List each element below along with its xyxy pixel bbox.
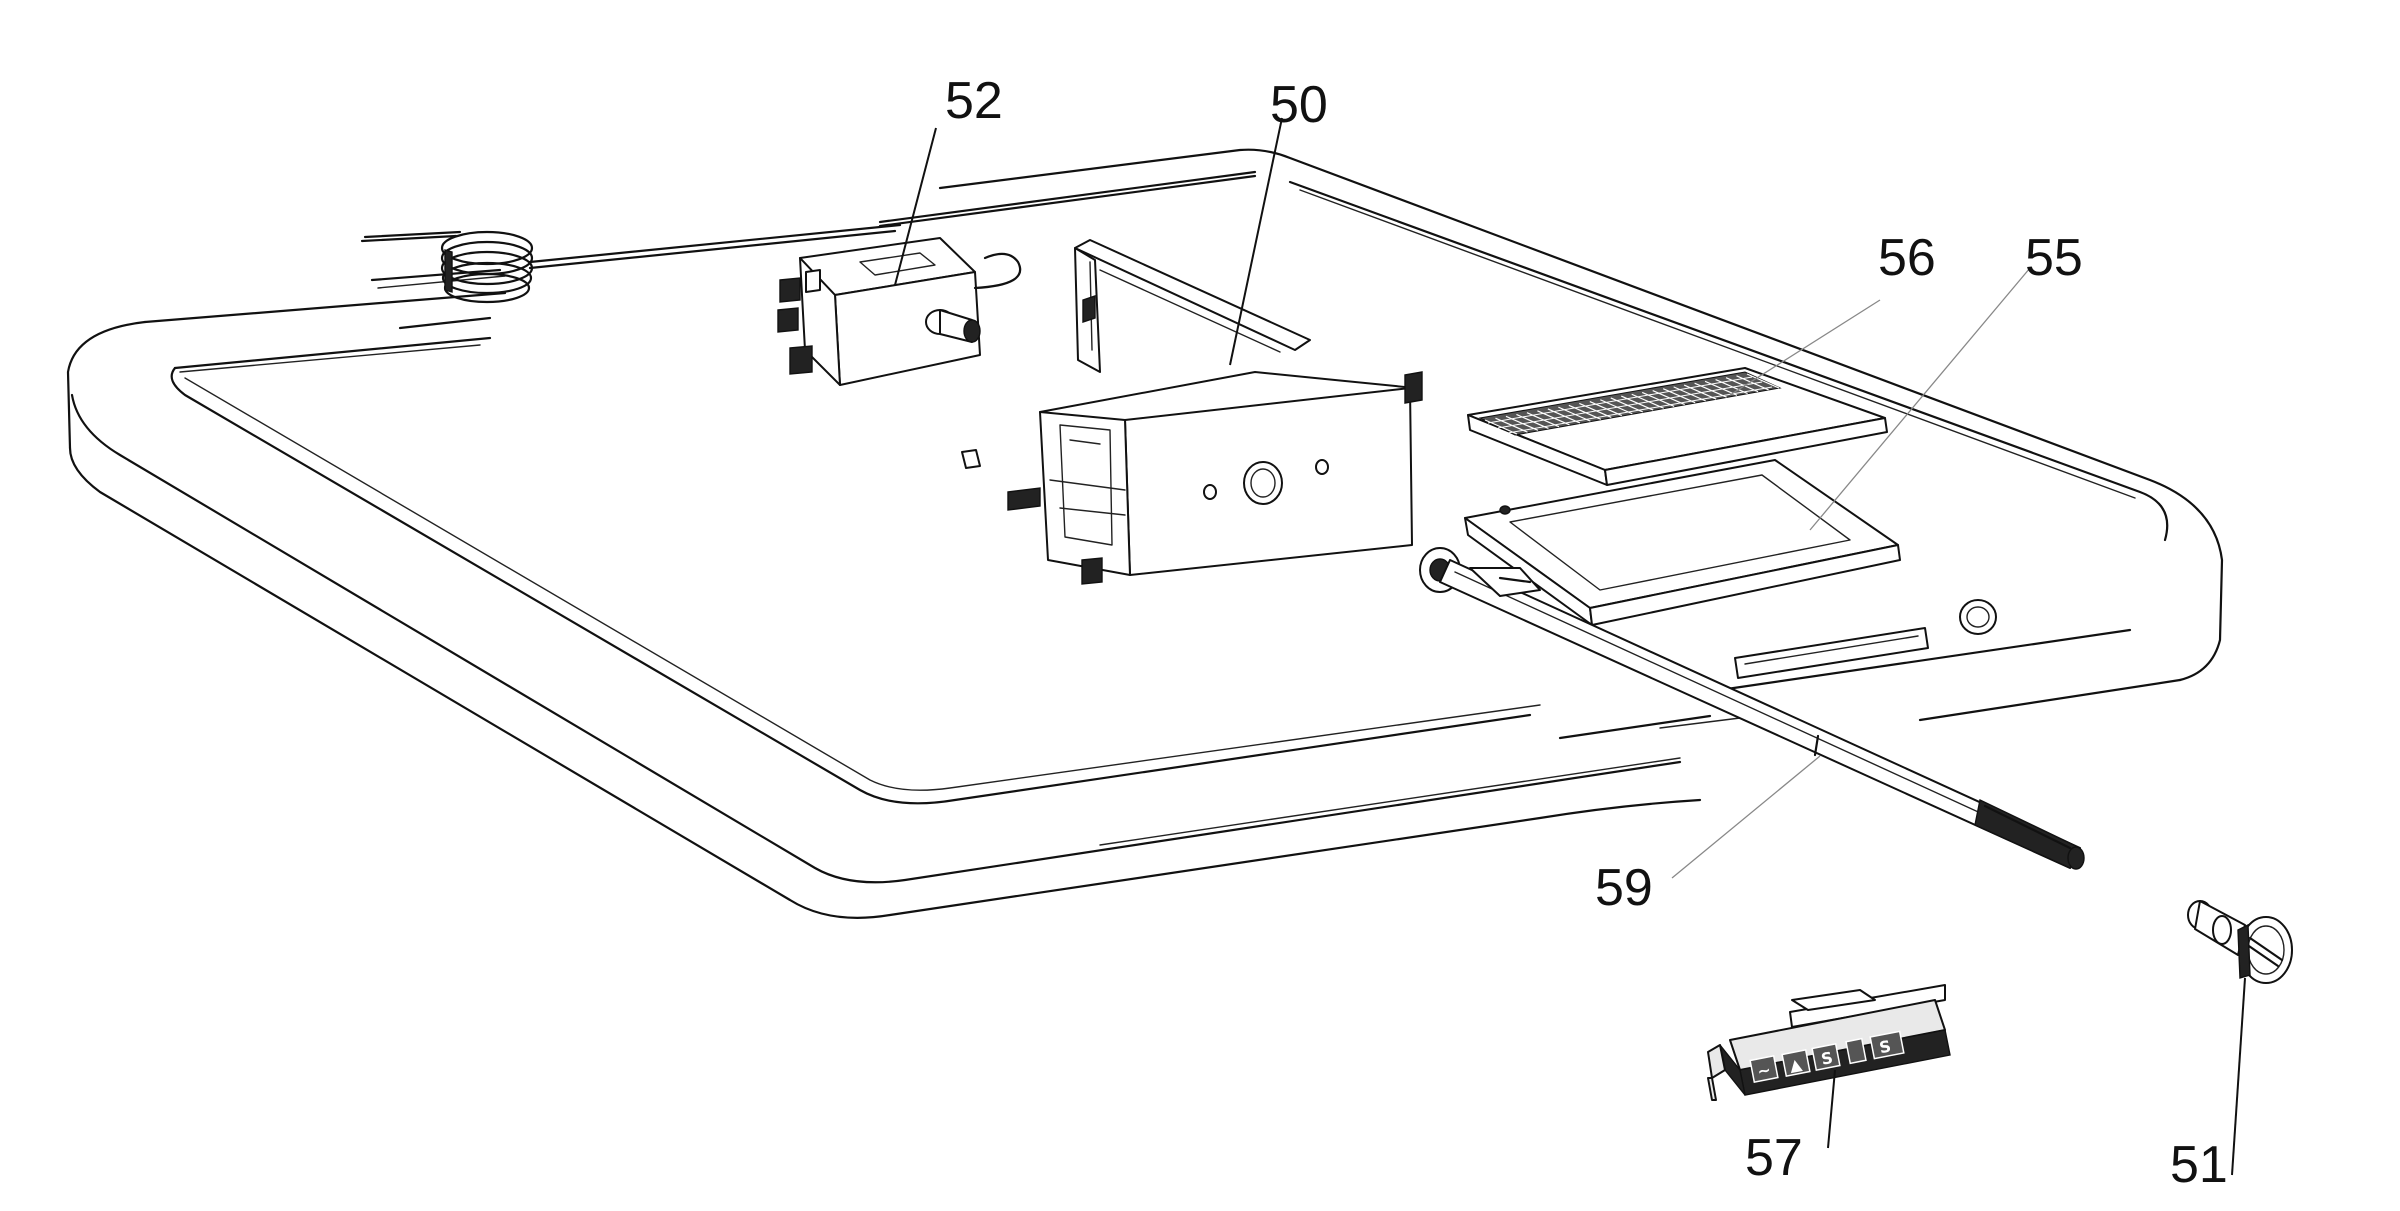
svg-text:▲: ▲ [1788,1054,1804,1075]
label-50: 50 [1270,76,1328,134]
label-55: 55 [2025,229,2083,287]
display-frame [1464,453,1901,626]
thermostat [777,237,1022,386]
grille-hatch-line [1694,382,1727,398]
grille-hatch-line [1736,375,1769,391]
label-56: 56 [1878,229,1936,287]
grille-hatch-line [1683,384,1717,400]
svg-text:S: S [1820,1048,1835,1069]
grille-row-line [1497,381,1763,429]
svg-text:S: S [1878,1036,1893,1057]
grille-row-line [1507,386,1773,434]
grille-hatch-line [1673,386,1706,402]
capillary-coil [360,170,1257,304]
label-51: 51 [2170,1136,2228,1194]
knob [2187,900,2293,984]
mounting-bracket [961,239,1423,585]
probe-rod [1419,547,2085,870]
label-59: 59 [1595,859,1653,917]
leader-lines [894,117,2246,1176]
grille-row-line [1487,376,1753,424]
grille-hatch-line [1746,373,1780,389]
label-57: 57 [1745,1129,1803,1187]
grille-hatch-line [1704,380,1738,396]
grille-hatch-line [1715,378,1748,395]
keypad: ~ ▲ S S [1707,984,1951,1101]
grille-hatch-line [1725,377,1759,393]
label-52: 52 [945,72,1003,130]
svg-text:~: ~ [1756,1060,1773,1081]
control-panel-housing [66,148,2224,919]
reference-numerals: 52 50 56 55 59 57 51 [945,72,2228,1194]
grille-filter [1467,367,1888,486]
grille-lines [1484,373,1780,435]
